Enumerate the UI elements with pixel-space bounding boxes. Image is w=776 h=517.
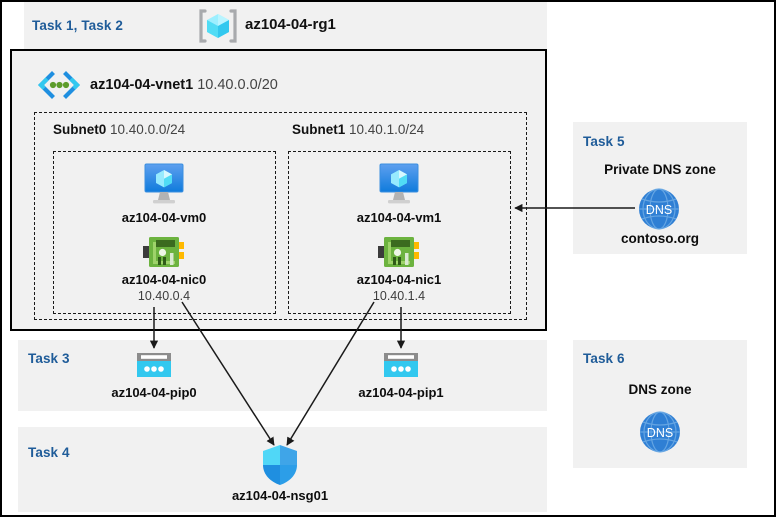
dns-zone-icon: DNS <box>636 186 682 232</box>
nic0-node: az104-04-nic0 10.40.0.4 <box>84 272 244 305</box>
dns-zone-icon: DNS <box>637 409 683 455</box>
nic0-label: az104-04-nic0 <box>121 272 207 287</box>
virtual-network-icon <box>36 70 82 100</box>
nsg-label: az104-04-nsg01 <box>231 488 329 503</box>
private-dns-zone-name: contoso.org <box>621 231 699 246</box>
dns-zone-title: DNS zone <box>628 382 692 397</box>
vm1-node: az104-04-vm1 <box>319 210 479 226</box>
pip1-node: az104-04-pip1 <box>321 385 481 401</box>
vnet-name: az104-04-vnet1 <box>90 77 194 93</box>
subnet1-title: Subnet1 10.40.1.0/24 <box>292 122 424 137</box>
dns-icon-text: DNS <box>647 426 673 440</box>
subnet1-name: Subnet1 <box>292 122 346 137</box>
dns-icon-text: DNS <box>646 203 672 217</box>
subnet0-box <box>53 151 276 314</box>
subnet0-cidr: 10.40.0.0/24 <box>110 122 186 137</box>
resource-group-icon <box>198 8 238 44</box>
vnet-title: az104-04-vnet1 10.40.0.0/20 <box>90 77 278 93</box>
task-label-3: Task 3 <box>28 351 70 366</box>
public-ip-address-icon <box>135 352 173 380</box>
task5-panel <box>573 122 747 254</box>
nic1-ip: 10.40.1.4 <box>372 289 426 304</box>
pip0-node: az104-04-pip0 <box>74 385 234 401</box>
nsg-node: az104-04-nsg01 <box>200 488 360 504</box>
network-interface-icon <box>377 233 421 271</box>
pip1-label: az104-04-pip1 <box>358 385 444 400</box>
public-ip-address-icon <box>382 352 420 380</box>
private-dns-zone-title: Private DNS zone <box>604 162 716 177</box>
vm0-node: az104-04-vm0 <box>84 210 244 226</box>
task3-panel <box>18 340 547 411</box>
task-label-1-2: Task 1, Task 2 <box>32 18 123 33</box>
virtual-machine-icon <box>373 161 425 207</box>
nic1-label: az104-04-nic1 <box>356 272 442 287</box>
subnet1-cidr: 10.40.1.0/24 <box>349 122 425 137</box>
nic0-ip: 10.40.0.4 <box>137 289 191 304</box>
resource-group-name: az104-04-rg1 <box>245 16 336 33</box>
resource-group-header-panel <box>24 2 547 49</box>
vnet-subnets-region <box>34 112 527 320</box>
network-interface-icon <box>142 233 186 271</box>
subnet0-title: Subnet0 10.40.0.0/24 <box>53 122 185 137</box>
subnet1-box <box>288 151 511 314</box>
vm0-label: az104-04-vm0 <box>121 210 207 225</box>
task-label-5: Task 5 <box>583 134 625 149</box>
vnet-address-space: 10.40.0.0/20 <box>197 77 278 93</box>
network-security-group-icon <box>260 443 300 487</box>
vnet-container <box>10 49 547 331</box>
task-label-4: Task 4 <box>28 445 70 460</box>
nic1-node: az104-04-nic1 10.40.1.4 <box>319 272 479 305</box>
task-label-6: Task 6 <box>583 351 625 366</box>
pip0-label: az104-04-pip0 <box>111 385 197 400</box>
subnet0-name: Subnet0 <box>53 122 107 137</box>
virtual-machine-icon <box>138 161 190 207</box>
vm1-label: az104-04-vm1 <box>356 210 442 225</box>
